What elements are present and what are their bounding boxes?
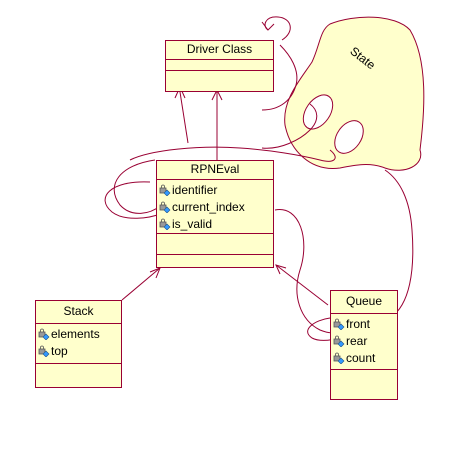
rpneval-attribute-name: identifier (172, 182, 218, 197)
scribble-loop-left-inner (104, 181, 161, 219)
scribble-loop-top (129, 146, 336, 162)
queue-operations (331, 370, 397, 390)
stack-class-box[interactable]: Stack elements top (35, 300, 122, 388)
driver-class-box[interactable]: Driver Class (165, 40, 274, 92)
arrowhead-queue (275, 264, 287, 275)
assoc-stack-rpneval (121, 267, 161, 301)
queue-attribute-name: count (346, 350, 376, 365)
private-attribute-lock-icon (159, 201, 171, 213)
stack-attribute-name: top (51, 343, 68, 358)
queue-attributes: front rear count (331, 314, 397, 370)
queue-attribute-row[interactable]: rear (333, 332, 397, 349)
private-attribute-lock-icon (159, 184, 171, 196)
queue-class-box[interactable]: Queue front rear count (330, 290, 398, 400)
rpneval-operations (157, 234, 273, 255)
stack-class-name: Stack (36, 301, 121, 324)
scribble-loop-left (113, 159, 161, 214)
rpneval-attribute-name: is_valid (172, 216, 213, 231)
rpneval-attribute-row[interactable]: identifier (159, 181, 273, 198)
private-attribute-lock-icon (159, 218, 171, 230)
state-eye-left (302, 94, 334, 130)
stack-operations (36, 364, 121, 372)
rpneval-class-box[interactable]: RPNEval identifier current_index is_valid (156, 160, 274, 268)
rpneval-attributes: identifier current_index is_valid (157, 180, 273, 234)
scribble-driver-right (261, 44, 298, 111)
rpneval-attribute-row[interactable]: is_valid (159, 215, 273, 232)
queue-attribute-row[interactable]: count (333, 349, 397, 366)
driver-class-name: Driver Class (166, 41, 273, 60)
queue-attribute-row[interactable]: front (333, 315, 397, 332)
stack-attributes: elements top (36, 324, 121, 364)
state-shape (284, 16, 425, 171)
scribble-center-right (261, 103, 318, 149)
arrowhead-stack (149, 267, 161, 279)
private-attribute-lock-icon (333, 335, 345, 347)
rpneval-attribute-row[interactable]: current_index (159, 198, 273, 215)
assoc-queue-rpneval (275, 264, 329, 306)
stack-attribute-row[interactable]: top (38, 342, 121, 359)
rpneval-class-name: RPNEval (157, 161, 273, 180)
stack-attribute-name: elements (51, 326, 100, 341)
scribble-top-right (264, 16, 291, 41)
driver-class-attributes (166, 60, 273, 71)
private-attribute-lock-icon (38, 328, 50, 340)
private-attribute-lock-icon (38, 345, 50, 357)
arrowhead-top-right (261, 21, 275, 31)
state-eye-right (334, 120, 364, 154)
rpneval-attribute-name: current_index (172, 199, 245, 214)
driver-class-operations (166, 71, 273, 79)
stack-attribute-row[interactable]: elements (38, 325, 121, 342)
queue-class-name: Queue (331, 291, 397, 314)
private-attribute-lock-icon (333, 318, 345, 330)
assoc-rpneval-driver-left (179, 91, 189, 144)
private-attribute-lock-icon (333, 352, 345, 364)
queue-attribute-name: rear (346, 333, 368, 348)
queue-attribute-name: front (346, 316, 371, 331)
